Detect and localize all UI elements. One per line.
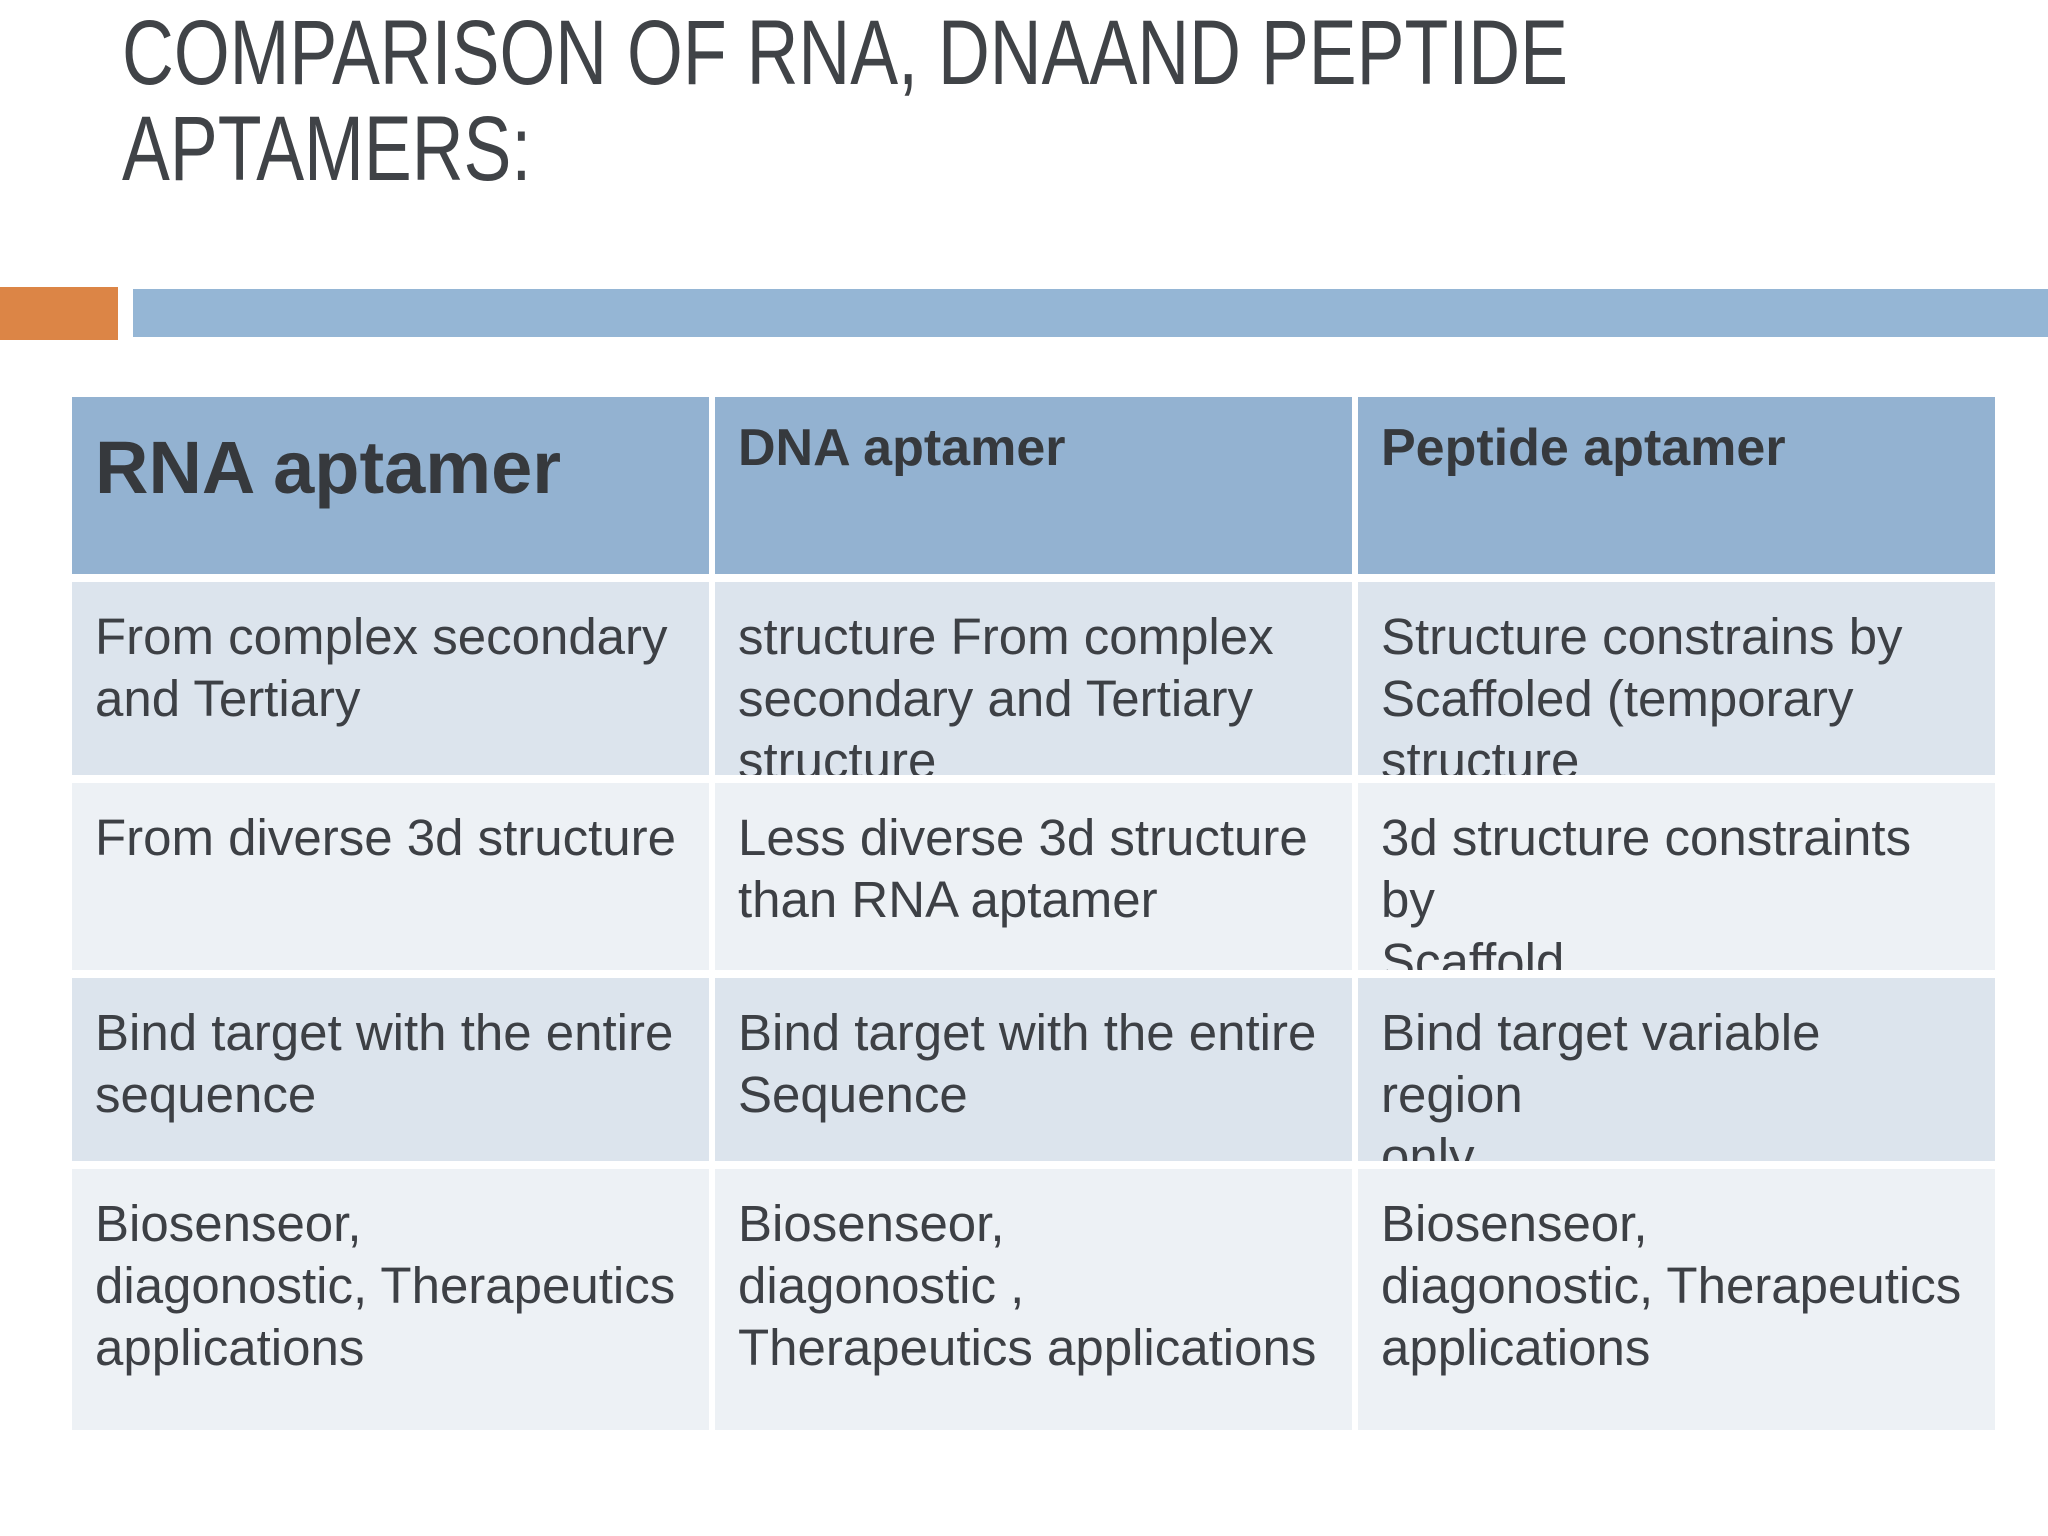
header-cell-rna-aptamer: RNA aptamer bbox=[72, 397, 709, 574]
table-cell-r2c1: From diverse 3d structure bbox=[72, 783, 709, 970]
accent-orange-block bbox=[0, 287, 118, 340]
table-cell-r4c3: Biosenseor, diagonostic, Therapeutics ap… bbox=[1358, 1169, 1995, 1430]
table-cell-r1c1: From complex secondary and Tertiary bbox=[72, 582, 709, 775]
table-cell-r4c2: Biosenseor, diagonostic , Therapeutics a… bbox=[715, 1169, 1352, 1430]
table-cell-r3c2: Bind target with the entire Sequence bbox=[715, 978, 1352, 1161]
table-cell-r2c2: Less diverse 3d structure than RNA aptam… bbox=[715, 783, 1352, 970]
table-cell-r1c3: Structure constrains by Scaffoled (tempo… bbox=[1358, 582, 1995, 775]
slide-title: COMPARISON OF RNA, DNAAND PEPTIDE APTAME… bbox=[122, 2, 1568, 200]
header-cell-dna-aptamer: DNA aptamer bbox=[715, 397, 1352, 574]
table-cell-r1c2: structure From complex secondary and Ter… bbox=[715, 582, 1352, 775]
table-cell-r3c1: Bind target with the entire sequence bbox=[72, 978, 709, 1161]
comparison-table: RNA aptamer DNA aptamer Peptide aptamer … bbox=[72, 397, 1995, 1430]
table-cell-r3c3: Bind target variable region only bbox=[1358, 978, 1995, 1161]
header-cell-peptide-aptamer: Peptide aptamer bbox=[1358, 397, 1995, 574]
accent-blue-bar bbox=[133, 289, 2048, 337]
table-cell-r4c1: Biosenseor, diagonostic, Therapeutics ap… bbox=[72, 1169, 709, 1430]
table-cell-r2c3: 3d structure constraints by Scaffold bbox=[1358, 783, 1995, 970]
